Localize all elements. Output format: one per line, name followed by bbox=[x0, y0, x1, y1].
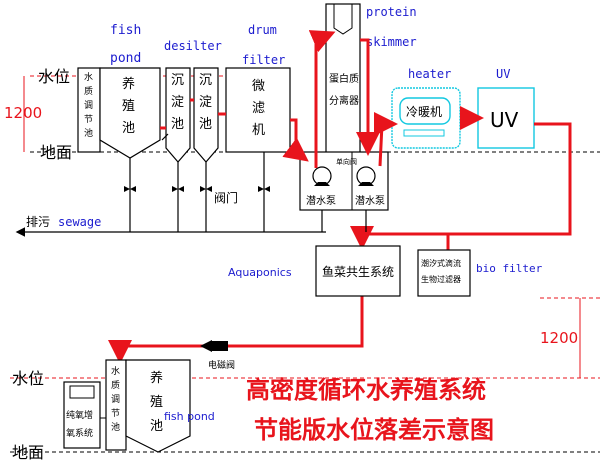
culture-tank-bottom-text: 养 殖 池 bbox=[150, 370, 163, 434]
svg-text:池: 池 bbox=[150, 419, 163, 434]
aquaponics-box bbox=[315, 245, 401, 297]
settling-tank-2 bbox=[193, 67, 219, 163]
filter-label: filter bbox=[242, 53, 285, 67]
fish-pond-label-2: pond bbox=[110, 51, 141, 66]
desilter-label: desilter bbox=[164, 39, 222, 53]
svg-text:微: 微 bbox=[252, 79, 265, 94]
bio-filter-text-1: 潮汐式滴流 bbox=[421, 258, 461, 268]
svg-text:机: 机 bbox=[252, 123, 265, 138]
svg-text:节: 节 bbox=[84, 114, 93, 125]
svg-text:池: 池 bbox=[171, 117, 184, 132]
svg-text:淀: 淀 bbox=[199, 95, 212, 110]
svg-text:池: 池 bbox=[122, 121, 135, 136]
ground-label-top: 地面 bbox=[40, 143, 72, 162]
aquaponics-label: Aquaponics bbox=[228, 266, 292, 279]
heater-text: 冷暖机 bbox=[406, 105, 442, 119]
svg-text:淀: 淀 bbox=[171, 95, 184, 110]
svg-text:养: 养 bbox=[122, 76, 135, 92]
valve-icon bbox=[124, 186, 270, 192]
oxygen-system-text-2: 氧系统 bbox=[66, 427, 93, 439]
svg-text:池: 池 bbox=[199, 117, 212, 132]
drum-label: drum bbox=[248, 23, 277, 37]
drain-label: 排污 bbox=[26, 215, 50, 229]
pump-label-2: 潜水泵 bbox=[355, 194, 385, 207]
skimmer-label: skimmer bbox=[366, 35, 417, 49]
fish-pond-label-1: fish bbox=[110, 23, 141, 38]
aquaponics-text: 鱼菜共生系统 bbox=[322, 265, 394, 279]
svg-text:池: 池 bbox=[111, 421, 120, 433]
svg-text:殖: 殖 bbox=[150, 394, 163, 410]
settling-tank-2-text: 沉 淀 池 bbox=[199, 73, 212, 132]
svg-text:水: 水 bbox=[84, 71, 93, 83]
svg-text:蛋白质: 蛋白质 bbox=[329, 72, 359, 85]
balance-tank-bottom-text: 水 质 调 节 池 bbox=[111, 365, 120, 433]
culture-tank-bottom bbox=[125, 359, 191, 453]
solenoid-valve-icon bbox=[200, 340, 228, 352]
svg-text:滤: 滤 bbox=[252, 101, 265, 116]
settling-tank-1 bbox=[165, 67, 191, 163]
pump-label-1: 潜水泵 bbox=[306, 194, 336, 207]
uv-label: UV bbox=[496, 67, 510, 81]
svg-text:养: 养 bbox=[150, 370, 163, 386]
title-line-1: 高密度循环水养殖系统 bbox=[246, 376, 486, 404]
pump-icon bbox=[356, 166, 376, 186]
drain-pipes bbox=[15, 133, 367, 237]
svg-text:质: 质 bbox=[84, 85, 93, 97]
heater-label: heater bbox=[408, 67, 451, 81]
fish-pond-bottom-label: fish pond bbox=[164, 410, 215, 423]
height-mark-top: 1200 bbox=[4, 104, 42, 122]
svg-text:沉: 沉 bbox=[171, 73, 184, 88]
svg-text:调: 调 bbox=[111, 394, 120, 405]
ground-label-bottom: 地面 bbox=[12, 443, 44, 462]
svg-text:质: 质 bbox=[111, 379, 120, 391]
micro-filter bbox=[225, 67, 291, 153]
bio-filter-box bbox=[417, 249, 471, 297]
svg-text:池: 池 bbox=[84, 127, 93, 139]
oxygen-system-text-1: 纯氧增 bbox=[66, 409, 93, 421]
uv-box bbox=[477, 87, 535, 149]
uv-text: UV bbox=[490, 108, 519, 132]
svg-text:节: 节 bbox=[111, 408, 120, 419]
pump-icon bbox=[312, 166, 332, 186]
water-level-label-top: 水位 bbox=[38, 67, 70, 86]
svg-text:调: 调 bbox=[84, 100, 93, 111]
flow-lines-top bbox=[108, 30, 572, 364]
culture-tank-top bbox=[99, 67, 161, 159]
sewage-label: sewage bbox=[58, 215, 101, 229]
title-line-2: 节能版水位落差示意图 bbox=[254, 416, 494, 444]
svg-text:分离器: 分离器 bbox=[329, 94, 359, 107]
settling-tank-1-text: 沉 淀 池 bbox=[171, 73, 184, 132]
culture-tank-top-text: 养 殖 池 bbox=[122, 76, 135, 136]
balance-tank-top-text: 水 质 调 节 池 bbox=[84, 71, 93, 139]
check-valve-label: 单向阀 bbox=[336, 157, 357, 166]
protein-skimmer-text: 蛋白质 分离器 bbox=[329, 72, 359, 107]
height-mark-bottom: 1200 bbox=[540, 329, 578, 347]
bio-filter-label: bio filter bbox=[476, 262, 543, 275]
svg-text:殖: 殖 bbox=[122, 98, 135, 114]
svg-text:沉: 沉 bbox=[199, 73, 212, 88]
protein-label: protein bbox=[366, 5, 417, 19]
protein-skimmer bbox=[325, 3, 361, 155]
water-level-label-bottom: 水位 bbox=[12, 369, 44, 388]
bio-filter-text-2: 生物过滤器 bbox=[421, 274, 461, 284]
svg-text:水: 水 bbox=[111, 365, 120, 377]
valve-label: 阀门 bbox=[214, 190, 238, 205]
solenoid-valve-label: 电磁阀 bbox=[208, 359, 235, 371]
micro-filter-text: 微 滤 机 bbox=[252, 79, 265, 138]
